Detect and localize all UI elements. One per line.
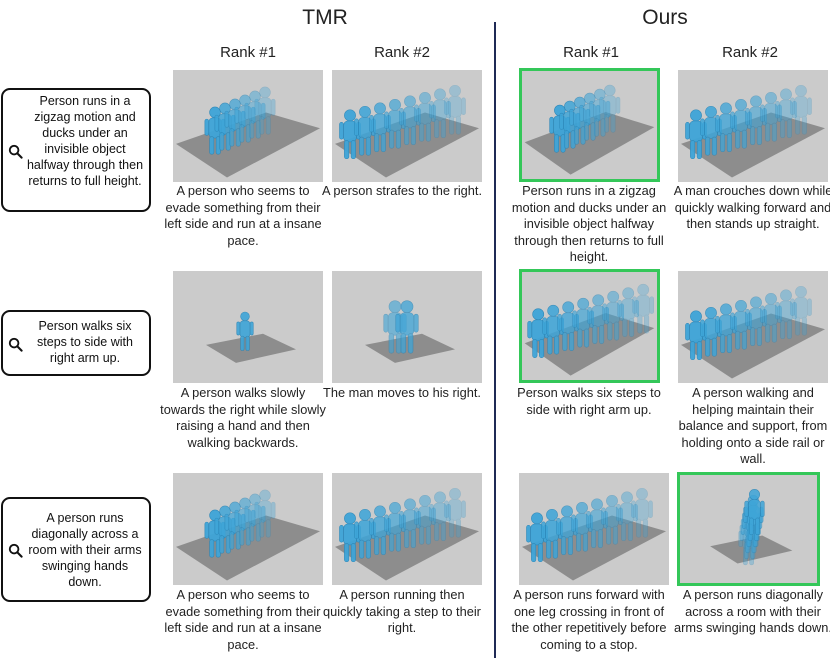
query-box-1: Person runs in a zigzag motion and ducks… — [1, 88, 151, 212]
motion-thumbnail — [173, 271, 323, 383]
result-caption: A person walking and helping maintain th… — [678, 385, 828, 466]
motion-thumbnail-correct — [677, 472, 820, 586]
result-caption: A person walks slowly towards the right … — [160, 385, 326, 450]
query-text-2: Person walks six steps to side with righ… — [37, 319, 133, 365]
motion-thumbnail — [332, 473, 482, 585]
motion-thumbnail — [678, 271, 828, 383]
query-box-2: Person walks six steps to side with righ… — [1, 310, 151, 376]
result-caption: A person who seems to evade something fr… — [164, 183, 322, 248]
tmr-header: TMR — [302, 6, 348, 29]
result-caption: Person walks six steps to side with righ… — [517, 385, 661, 417]
result-caption: A person running then quickly taking a s… — [323, 587, 481, 635]
ours-header: Ours — [642, 6, 688, 29]
motion-thumbnail — [173, 70, 323, 182]
motion-thumbnail-correct — [519, 269, 660, 383]
query-box-3: A person runs diagonally across a room w… — [1, 497, 151, 602]
result-caption: Person runs in a zigzag motion and ducks… — [511, 183, 667, 264]
result-caption: A person strafes to the right. — [321, 183, 483, 198]
motion-thumbnail — [173, 473, 323, 585]
result-caption: A man crouches down while quickly walkin… — [673, 183, 830, 231]
motion-thumbnail-correct — [519, 68, 660, 182]
motion-thumbnail — [519, 473, 669, 585]
tmr-rank2-label: Rank #2 — [374, 44, 430, 61]
search-icon — [8, 144, 23, 159]
result-caption: A person who seems to evade something fr… — [164, 587, 322, 652]
motion-thumbnail — [332, 271, 482, 383]
ours-rank2-label: Rank #2 — [722, 44, 778, 61]
tmr-rank1-label: Rank #1 — [220, 44, 276, 61]
query-text-3: A person runs diagonally across a room w… — [28, 511, 142, 589]
search-icon — [8, 543, 23, 558]
result-caption: A person runs forward with one leg cross… — [511, 587, 667, 652]
result-caption: The man moves to his right. — [323, 385, 481, 400]
motion-thumbnail — [332, 70, 482, 182]
result-caption: A person runs diagonally across a room w… — [674, 587, 830, 635]
query-text-1: Person runs in a zigzag motion and ducks… — [26, 94, 144, 188]
motion-thumbnail — [678, 70, 828, 182]
search-icon — [8, 337, 23, 352]
ours-rank1-label: Rank #1 — [563, 44, 619, 61]
column-divider — [494, 22, 496, 658]
